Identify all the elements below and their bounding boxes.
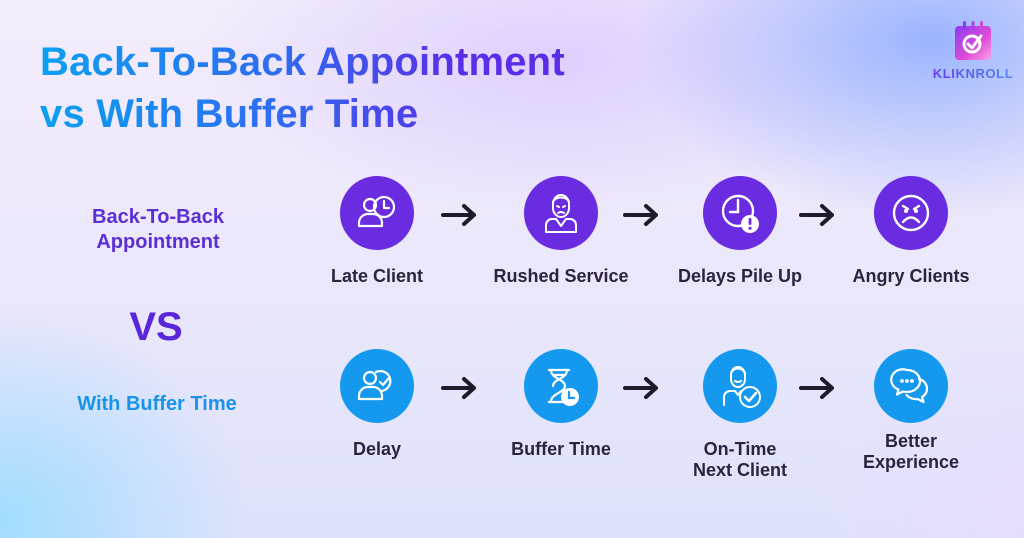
back-to-back-flow: Late Client Rushed Service (0, 176, 1024, 306)
step-delay: Delay (292, 349, 462, 460)
step-label-line2: Experience (862, 452, 960, 472)
title-line-1: Back-To-Back Appointment (40, 40, 565, 84)
step-better-experience: Better Experience (826, 349, 996, 473)
arrow-right-icon (623, 377, 658, 399)
step-label: Angry Clients (852, 266, 970, 286)
arrow-right-icon (799, 377, 834, 399)
step-label: Late Client (330, 266, 423, 286)
step-label: Rushed Service (493, 266, 629, 286)
arrow-right-icon (441, 377, 476, 399)
back-to-back-label-line1: Back-To-Back (92, 206, 224, 228)
step-buffer-time: Buffer Time (476, 349, 646, 460)
with-buffer-flow: Delay Buffer Time (0, 349, 1024, 481)
arrow-right-icon (623, 204, 658, 226)
brand-logo: KLIKNROLL (930, 18, 1016, 81)
arrow-right-icon (441, 204, 476, 226)
step-label: Better Experience (826, 431, 996, 473)
step-rushed-service: Rushed Service (476, 176, 646, 287)
step-angry-clients: Angry Clients (826, 176, 996, 287)
step-late-client: Late Client (292, 176, 462, 287)
stressed-person-icon (524, 176, 598, 250)
with-buffer-label: With Buffer Time (77, 393, 237, 415)
arrow-right-icon (799, 204, 834, 226)
person-clock-icon (340, 176, 414, 250)
page-title: Back-To-Back Appointment vs With Buffer … (40, 36, 565, 140)
step-on-time-next-client: On-Time Next Client (655, 349, 825, 481)
calendar-check-icon (951, 18, 995, 62)
hourglass-clock-icon (524, 349, 598, 423)
clock-alert-icon (703, 176, 777, 250)
back-to-back-label-line2: Appointment (96, 231, 220, 253)
person-checkmark-icon (703, 349, 777, 423)
step-label: Delays Pile Up (677, 266, 803, 286)
step-label-line1: On-Time (703, 439, 777, 459)
step-label: Delay (352, 439, 402, 459)
title-line-2: vs With Buffer Time (40, 92, 419, 136)
vs-label: VS (129, 305, 183, 349)
step-label-line1: Better (884, 431, 937, 451)
chat-bubbles-icon (874, 349, 948, 423)
person-clock-check-icon (340, 349, 414, 423)
step-label: On-Time Next Client (655, 439, 825, 481)
back-to-back-label: Back-To-Back Appointment (58, 205, 258, 255)
step-label-line2: Next Client (692, 460, 788, 480)
step-label: Buffer Time (511, 439, 611, 459)
step-delays-pile-up: Delays Pile Up (655, 176, 825, 287)
brand-name: KLIKNROLL (930, 66, 1016, 81)
angry-face-icon (874, 176, 948, 250)
